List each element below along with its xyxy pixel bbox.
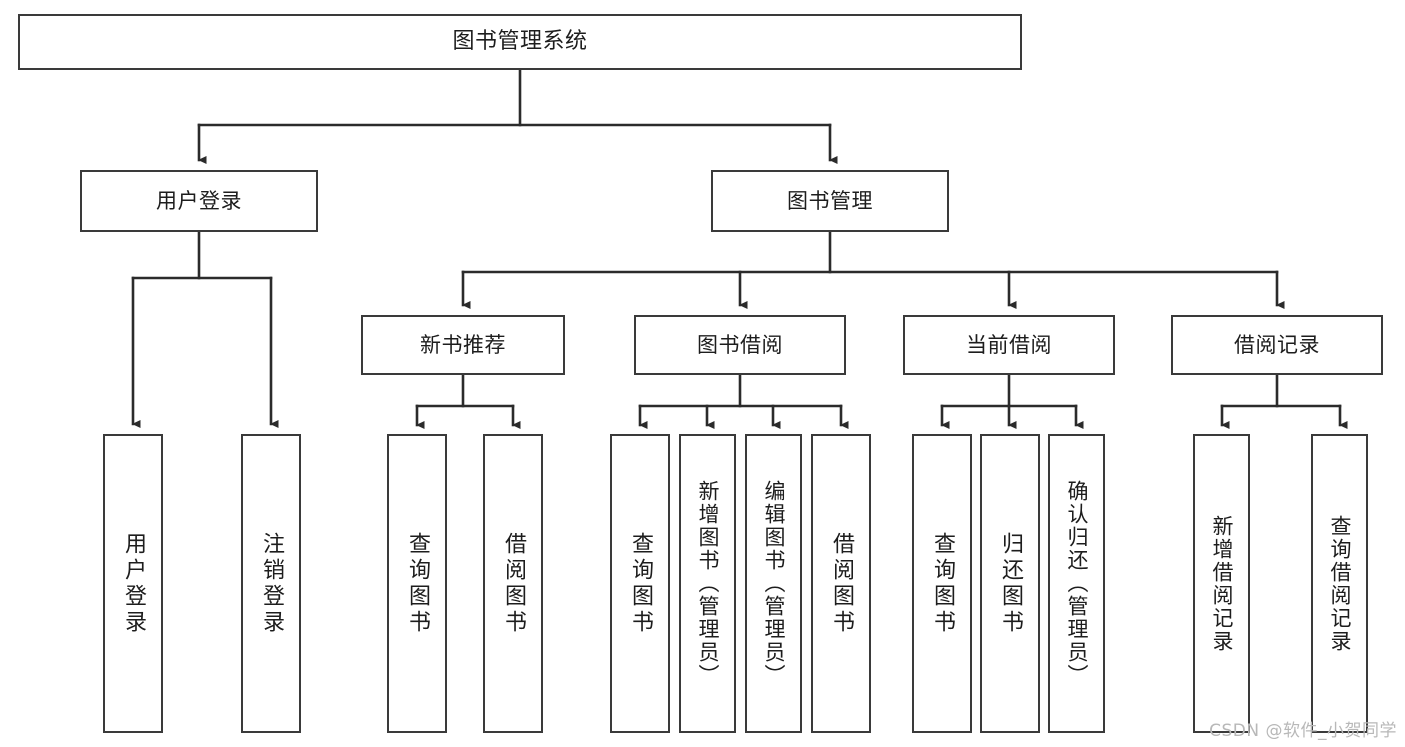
leaf-book-borrow-edit-admin[interactable]: 编辑图书（管理员） bbox=[745, 434, 802, 733]
node-label: 查询图书 bbox=[628, 531, 653, 636]
leaf-new-book-borrow[interactable]: 借阅图书 bbox=[483, 434, 543, 733]
node-label: 图书借阅 bbox=[697, 332, 783, 357]
leaf-current-borrow-confirm-admin[interactable]: 确认归还（管理员） bbox=[1048, 434, 1105, 733]
node-borrow-record[interactable]: 借阅记录 bbox=[1171, 315, 1383, 375]
node-label: 确认归还（管理员） bbox=[1065, 480, 1089, 687]
node-label: 新增图书（管理员） bbox=[696, 480, 720, 687]
node-label: 注销登录 bbox=[259, 531, 284, 636]
node-label: 查询图书 bbox=[405, 531, 430, 636]
leaf-book-borrow-query[interactable]: 查询图书 bbox=[610, 434, 670, 733]
node-new-book-recommend[interactable]: 新书推荐 bbox=[361, 315, 565, 375]
node-label: 图书管理系统 bbox=[452, 29, 588, 55]
node-current-borrow[interactable]: 当前借阅 bbox=[903, 315, 1115, 375]
leaf-current-borrow-return[interactable]: 归还图书 bbox=[980, 434, 1040, 733]
leaf-borrow-record-query[interactable]: 查询借阅记录 bbox=[1311, 434, 1368, 733]
node-user-login[interactable]: 用户登录 bbox=[80, 170, 318, 232]
node-label: 查询借阅记录 bbox=[1328, 514, 1352, 653]
leaf-user-login-signout[interactable]: 注销登录 bbox=[241, 434, 301, 733]
node-label: 新增借阅记录 bbox=[1210, 514, 1234, 653]
node-label: 图书管理 bbox=[787, 188, 873, 213]
node-book-management[interactable]: 图书管理 bbox=[711, 170, 949, 232]
leaf-book-borrow-add-admin[interactable]: 新增图书（管理员） bbox=[679, 434, 736, 733]
node-label: 查询图书 bbox=[930, 531, 955, 636]
node-label: 借阅图书 bbox=[501, 531, 526, 636]
node-label: 归还图书 bbox=[998, 531, 1023, 636]
leaf-borrow-record-add[interactable]: 新增借阅记录 bbox=[1193, 434, 1250, 733]
node-label: 用户登录 bbox=[156, 188, 242, 213]
leaf-current-borrow-query[interactable]: 查询图书 bbox=[912, 434, 972, 733]
leaf-user-login-signin[interactable]: 用户登录 bbox=[103, 434, 163, 733]
node-book-borrow[interactable]: 图书借阅 bbox=[634, 315, 846, 375]
leaf-book-borrow-borrow[interactable]: 借阅图书 bbox=[811, 434, 871, 733]
leaf-new-book-query[interactable]: 查询图书 bbox=[387, 434, 447, 733]
node-label: 借阅图书 bbox=[829, 531, 854, 636]
node-label: 当前借阅 bbox=[966, 332, 1052, 357]
watermark-text: CSDN @软件_小贺同学 bbox=[1209, 721, 1397, 741]
node-label: 新书推荐 bbox=[420, 332, 506, 357]
node-label: 编辑图书（管理员） bbox=[762, 480, 786, 687]
node-label: 借阅记录 bbox=[1234, 332, 1320, 357]
node-root-book-management-system[interactable]: 图书管理系统 bbox=[18, 14, 1022, 70]
node-label: 用户登录 bbox=[121, 531, 146, 636]
